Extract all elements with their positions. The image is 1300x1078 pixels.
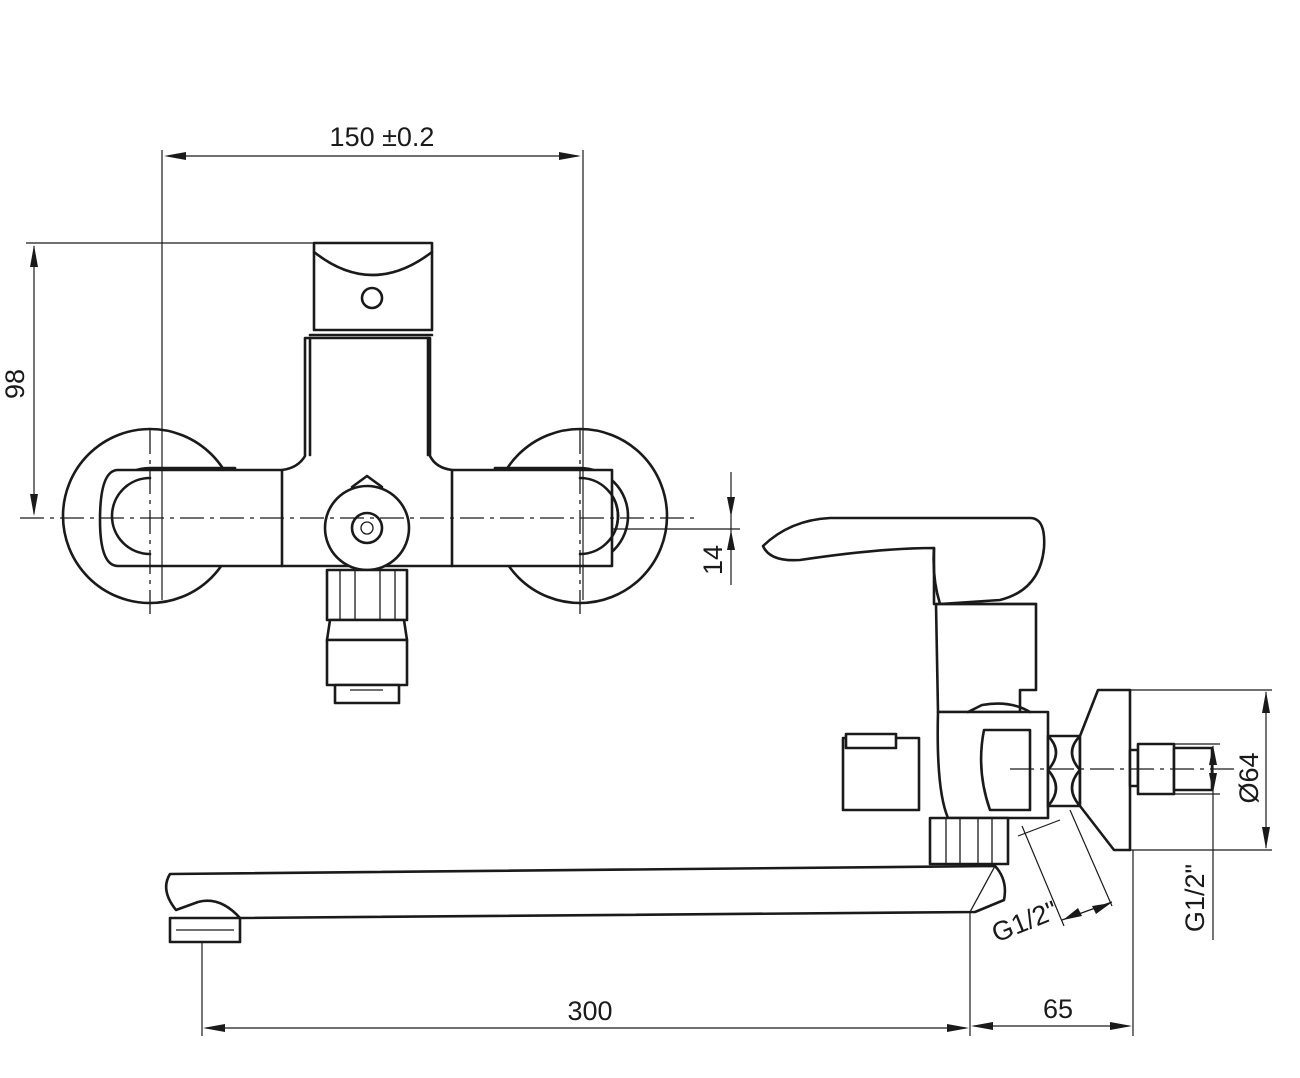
- dim-width-top-label: 150 ±0.2: [330, 122, 435, 152]
- side-spout: [164, 864, 1007, 920]
- dim-spout-length-label: 300: [567, 996, 612, 1026]
- side-body: [934, 602, 1038, 714]
- dim-offset-small-label: 14: [698, 545, 728, 575]
- side-diverter: [841, 732, 921, 812]
- dim-wall-offset-label: 65: [1043, 994, 1073, 1024]
- dim-flange-diameter-label: Ø64: [1234, 752, 1264, 803]
- cartridge-body: [308, 336, 430, 457]
- dim-height-left: 98: [0, 242, 314, 516]
- dim-offset-small: 14: [698, 472, 735, 585]
- lever-handle: [308, 241, 434, 337]
- diverter-knob: [323, 474, 411, 572]
- side-lever-handle: [761, 516, 1046, 606]
- dim-thread-inlet: G1/2": [1174, 743, 1220, 940]
- side-lower-body: [936, 710, 1050, 820]
- side-hex-nut: [1046, 734, 1082, 808]
- dim-height-left-label: 98: [0, 369, 30, 399]
- side-view: [164, 516, 1240, 944]
- side-outlet-coupling: [928, 816, 1010, 866]
- dim-flange-diameter: Ø64: [1130, 689, 1272, 851]
- spout-outlet-nut: [325, 568, 409, 705]
- front-view: [20, 241, 740, 705]
- dim-spout-length: 300: [201, 912, 971, 1036]
- dim-width-top: 150 ±0.2: [161, 122, 584, 600]
- dim-thread-inlet-label: G1/2": [1180, 864, 1210, 932]
- dim-wall-offset: 65: [971, 850, 1134, 1036]
- side-wall-flange: [1078, 688, 1132, 852]
